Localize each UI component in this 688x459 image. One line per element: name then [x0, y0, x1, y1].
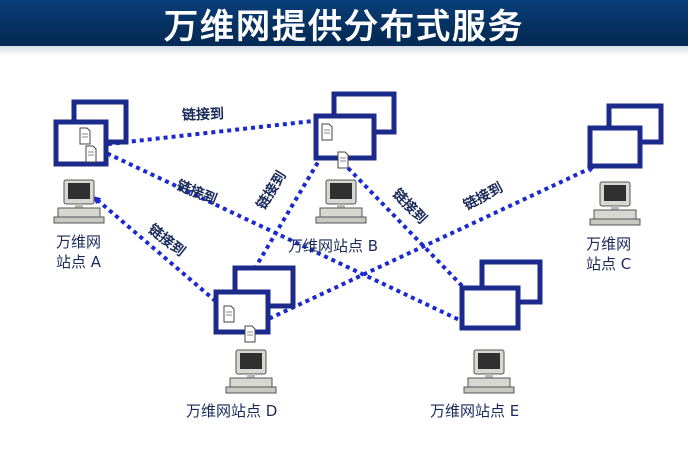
site-a-label-line1: 万维网 [56, 233, 102, 251]
title-shadow [0, 46, 688, 56]
site-c-label: 万维网 站点 C [586, 234, 631, 274]
site-a-label-line2: 站点 A [56, 253, 102, 271]
link-label-ab: 链接到 [181, 106, 225, 124]
site-b-window-stack-icon [313, 91, 397, 169]
site-d-computer-icon [225, 349, 277, 394]
title-bar: 万维网提供分布式服务 [0, 0, 688, 47]
link-a-to-b [99, 116, 325, 147]
site-b-label: 万维网站点 B [288, 237, 379, 255]
site-d-window-stack-icon [213, 265, 296, 343]
link-a-to-e [99, 148, 471, 326]
site-e-label: 万维网站点 E [430, 402, 520, 420]
site-e-computer-icon [463, 349, 515, 394]
site-b-computer-icon [315, 179, 367, 224]
site-a-label: 万维网 站点 A [56, 232, 101, 272]
site-e-window-stack-icon [459, 259, 543, 331]
site-c-label-line1: 万维网 [586, 235, 632, 253]
site-c-window-stack-icon [587, 103, 664, 169]
site-d-label: 万维网站点 D [186, 402, 278, 420]
site-c-computer-icon [589, 181, 641, 226]
link-d-to-c [261, 165, 596, 324]
site-a-window-stack-icon [53, 99, 129, 167]
page-title: 万维网提供分布式服务 [164, 6, 524, 47]
site-c-label-line2: 站点 C [586, 255, 632, 273]
